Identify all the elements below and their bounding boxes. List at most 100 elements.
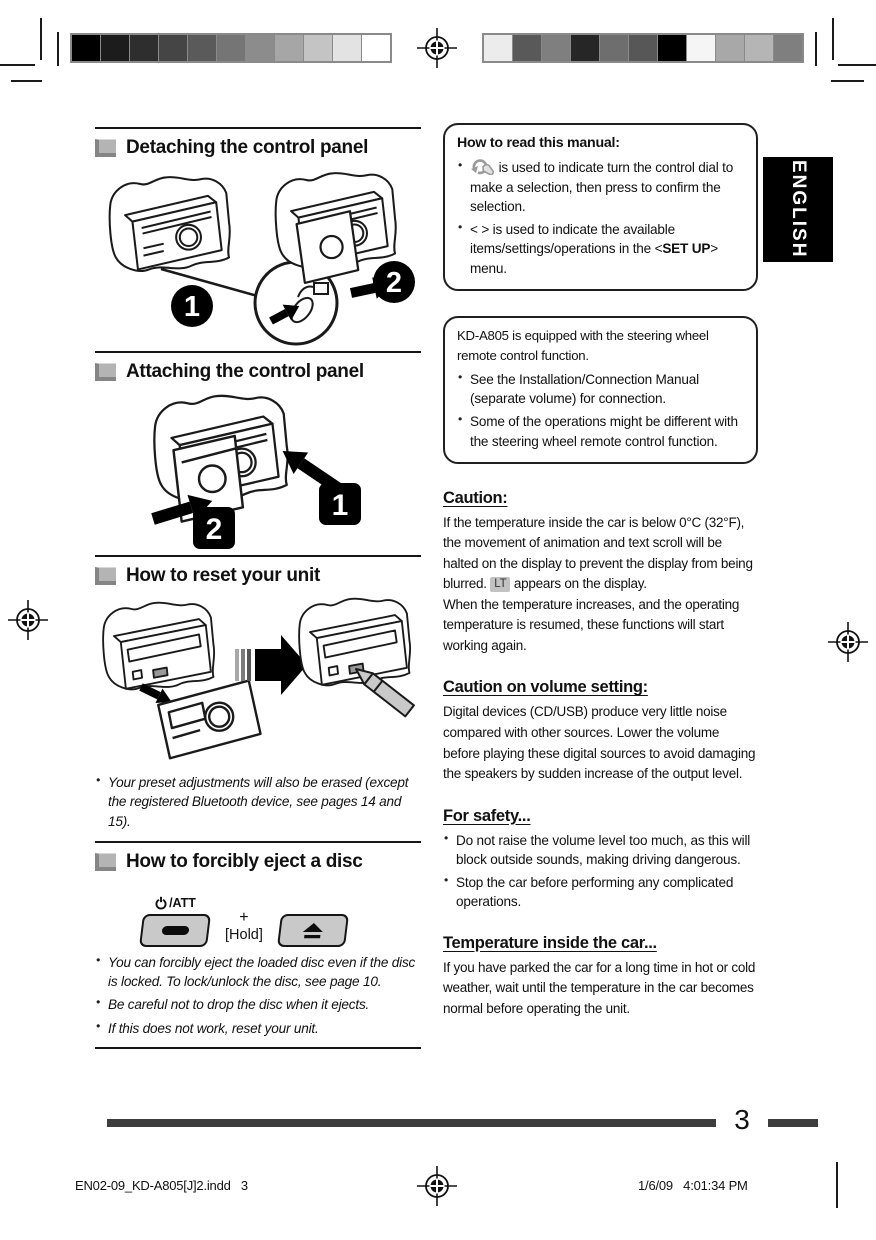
section-square-icon [95, 139, 116, 157]
step-number: 2 [386, 267, 402, 299]
calibration-cell [362, 35, 390, 61]
caution-volume-heading: Caution on volume setting: [443, 678, 648, 697]
section-divider [95, 351, 421, 353]
calibration-cell [484, 35, 513, 61]
panel-off-arrow [139, 683, 172, 703]
calibration-cell [716, 35, 745, 61]
step-number: 2 [206, 513, 223, 546]
setup-menu-name: SET UP [662, 241, 711, 257]
footer-bar [107, 1119, 716, 1127]
calibration-cell [658, 35, 687, 61]
read-manual-bullet: < > is used to indicate the available it… [457, 219, 744, 278]
section-divider [95, 555, 421, 557]
caution-volume-body: Digital devices (CD/USB) produce very li… [443, 704, 756, 782]
lt-indicator-badge: LT [490, 577, 511, 593]
calibration-cell [513, 35, 542, 61]
footer-filename: EN02-09_KD-A805[J]2.indd 3 [75, 1178, 248, 1193]
next-step-arrow [255, 635, 307, 695]
attach-illustration: 1 2 [151, 394, 361, 549]
right-column: How to read this manual: is used to indi… [443, 118, 758, 1019]
page-number: 3 [734, 1104, 750, 1135]
eject-note: If this does not work, reset your unit. [95, 1018, 421, 1038]
hold-label: [Hold] [225, 926, 263, 943]
section-square-icon [95, 363, 116, 381]
section-divider [95, 840, 421, 843]
calibration-cell [600, 35, 629, 61]
section-divider [95, 127, 421, 129]
reset-note: Your preset adjustments will also be era… [95, 772, 421, 831]
crop-mark [11, 80, 42, 82]
detached-panel [295, 210, 360, 285]
footer-timestamp: 1/6/09 4:01:34 PM [638, 1178, 748, 1193]
step-number: 1 [184, 291, 200, 323]
calibration-strip-left [70, 33, 392, 63]
calibration-cell [72, 35, 101, 61]
plus-sign: + [239, 908, 249, 926]
step-badge [171, 285, 213, 327]
caution-heading: Caution: [443, 488, 508, 507]
calibration-cell [542, 35, 571, 61]
section-divider [95, 1047, 421, 1050]
eject-note: You can forcibly eject the loaded disc e… [95, 952, 421, 992]
motion-stripe [241, 649, 245, 681]
safety-bullet: Stop the car before performing any compl… [443, 872, 758, 912]
eject-note: Be careful not to drop the disc when it … [95, 994, 421, 1014]
finger [290, 296, 314, 324]
calibration-cell [101, 35, 130, 61]
step-badge [373, 261, 415, 303]
safety-bullet: Do not raise the volume level too much, … [443, 830, 758, 870]
section-heading-detach: Detaching the control panel [95, 133, 421, 163]
calibration-cell [687, 35, 716, 61]
registration-crosshair-icon [8, 600, 48, 640]
safety-bullets: Do not raise the volume level too much, … [443, 830, 758, 912]
crop-mark [815, 32, 817, 66]
minus-glyph [160, 925, 190, 935]
eject-button [276, 913, 349, 947]
section-title: Attaching the control panel [126, 361, 364, 382]
box-title: How to read this manual: [457, 135, 620, 151]
calibration-cell [333, 35, 362, 61]
safety-heading: For safety... [443, 806, 531, 825]
crop-mark [836, 1162, 838, 1208]
calibration-cell [304, 35, 333, 61]
pencil [355, 668, 415, 718]
press-arrow [269, 304, 300, 325]
power-att-button [138, 913, 212, 947]
crop-mark [40, 18, 42, 60]
registration-crosshair-icon [417, 28, 457, 68]
section-title: How to reset your unit [126, 565, 320, 586]
language-tab: ENGLISH [763, 157, 833, 262]
crop-mark [832, 18, 834, 60]
calibration-cell [246, 35, 275, 61]
calibration-strip-right [482, 33, 804, 63]
calibration-cell [130, 35, 159, 61]
calibration-cell [629, 35, 658, 61]
crop-mark [57, 32, 59, 66]
caution-body: If the temperature inside the car is bel… [443, 514, 753, 653]
crop-mark [0, 64, 35, 66]
detach-illustration: 1 2 [108, 172, 415, 346]
power-icon [155, 895, 167, 910]
step-badge [193, 507, 235, 549]
section-heading-eject: How to forcibly eject a disc [95, 847, 421, 877]
temperature-heading: Temperature inside the car... [443, 933, 657, 952]
footer-bar-right [768, 1119, 818, 1127]
section-heading-attach: Attaching the control panel [95, 357, 421, 387]
calibration-cell [275, 35, 304, 61]
release-button [313, 282, 329, 295]
calibration-cell [571, 35, 600, 61]
eject-button-diagram: /ATT + [Hold] [138, 885, 421, 947]
how-to-read-box: How to read this manual: is used to indi… [443, 123, 758, 292]
steering-bullet: See the Installation/Connection Manual (… [457, 369, 744, 409]
calibration-cell [745, 35, 774, 61]
motion-stripe [247, 649, 251, 681]
temperature-body: If you have parked the car for a long ti… [443, 959, 756, 1016]
calibration-cell [774, 35, 802, 61]
calibration-cell [188, 35, 217, 61]
read-manual-bullet: is used to indicate turn the control dia… [457, 157, 744, 216]
reset-illustration [102, 597, 415, 760]
section-title: Detaching the control panel [126, 137, 369, 158]
power-att-button-group: /ATT [138, 895, 212, 947]
calibration-cell [159, 35, 188, 61]
